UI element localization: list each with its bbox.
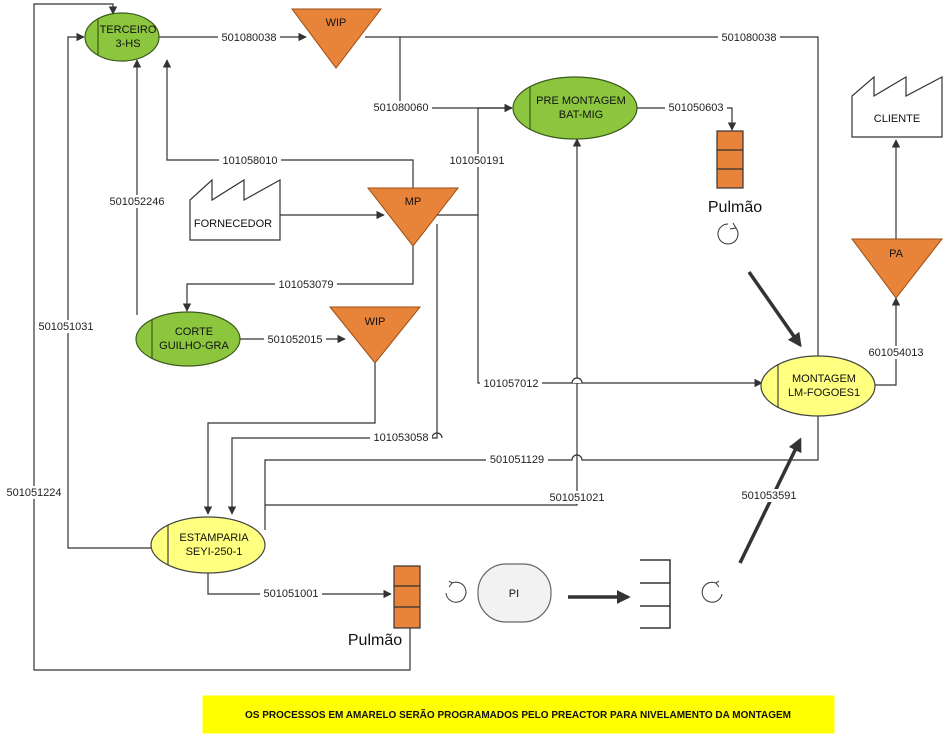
montagem-sublabel: LM-FOGOES1 <box>788 387 860 399</box>
wip-top-triangle-icon <box>291 8 383 69</box>
label-501051224: 501051224 <box>6 487 61 499</box>
supermarket-icon <box>640 559 671 629</box>
label-101053058: 101053058 <box>373 432 428 444</box>
process-terceiro[interactable]: TERCEIRO 3-HS <box>84 12 160 62</box>
wip-mid-label: WIP <box>365 316 386 328</box>
factory-cliente[interactable]: CLIENTE <box>851 75 943 138</box>
inventory-wip-mid[interactable]: WIP <box>328 306 422 364</box>
label-501080038-a: 501080038 <box>221 32 276 44</box>
label-501050603: 501050603 <box>668 102 723 114</box>
label-501051001: 501051001 <box>263 588 318 600</box>
pre-montagem-sublabel: BAT-MIG <box>559 109 603 121</box>
pa-label: PA <box>889 248 904 260</box>
pa-triangle-icon <box>851 238 944 299</box>
push-arrow-pulmao-montagem <box>747 270 802 348</box>
mp-triangle-icon <box>366 187 460 247</box>
label-501080038-b: 501080038 <box>721 32 776 44</box>
wip-top-label: WIP <box>326 17 347 29</box>
hop-2 <box>431 432 443 439</box>
factory-fornecedor[interactable]: FORNECEDOR <box>189 178 281 241</box>
inventory-mp[interactable]: MP <box>366 187 460 247</box>
label-501051129: 501051129 <box>490 454 544 466</box>
label-601054013: 601054013 <box>868 347 923 359</box>
connector-estamparia-pulmao <box>207 568 392 599</box>
edge-labels: 501080038 501080038 501080060 501050603 … <box>3 31 927 600</box>
buffer-pulmao-top[interactable]: Pulmão <box>708 130 762 216</box>
process-corte[interactable]: CORTE GUILHO-GRA <box>135 311 241 367</box>
note-banner: OS PROCESSOS EM AMARELO SERÃO PROGRAMADO… <box>202 695 835 734</box>
connector-wip-montagem <box>365 36 823 373</box>
estamparia-sublabel: SEYI-250-1 <box>186 546 243 558</box>
estamparia-label: ESTAMPARIA <box>179 532 249 544</box>
connector-mp-terceiro <box>162 59 414 192</box>
mp-label: MP <box>405 196 422 208</box>
cycle-icon-1 <box>717 222 739 245</box>
label-101053079: 101053079 <box>278 279 333 291</box>
pulmao-bottom-label: Pulmão <box>348 632 402 649</box>
label-101057012: 101057012 <box>483 378 538 390</box>
cycle-icon-2 <box>445 580 467 603</box>
connector-estamparia-terceiro <box>67 32 152 549</box>
process-montagem[interactable]: MONTAGEM LM-FOGOES1 <box>760 355 876 417</box>
connector-mp-montagem <box>477 215 763 388</box>
process-estamparia[interactable]: ESTAMPARIA SEYI-250-1 <box>150 516 266 574</box>
connector-mp-estamparia <box>227 224 438 515</box>
label-501052246: 501052246 <box>109 196 164 208</box>
wip-mid-triangle-icon <box>328 306 422 364</box>
terceiro-sublabel: 3-HS <box>115 38 140 50</box>
connector-montagem-pa <box>875 297 901 386</box>
label-501051031: 501051031 <box>38 321 93 333</box>
pi-label: PI <box>509 588 519 600</box>
inventory-pa[interactable]: PA <box>851 238 944 299</box>
label-101058010: 101058010 <box>222 155 277 167</box>
fornecedor-factory-icon <box>189 178 281 241</box>
label-501051021: 501051021 <box>549 492 604 504</box>
cycle-icon-3 <box>701 580 723 603</box>
connector-estamparia-premontagem <box>265 138 582 506</box>
corte-label: CORTE <box>175 326 213 338</box>
connector-wip-estamparia <box>203 362 376 515</box>
corte-sublabel: GUILHO-GRA <box>159 340 229 352</box>
process-pre-montagem[interactable]: PRE MONTAGEM BAT-MIG <box>512 76 638 140</box>
hop-1 <box>571 377 583 384</box>
note-text: OS PROCESSOS EM AMARELO SERÃO PROGRAMADO… <box>245 708 791 721</box>
montagem-label: MONTAGEM <box>792 373 856 385</box>
cliente-factory-icon <box>851 75 943 138</box>
connector-estamparia-montagem <box>264 406 823 530</box>
process-pi[interactable]: PI <box>477 563 552 623</box>
label-101050191: 101050191 <box>449 155 504 167</box>
terceiro-label: TERCEIRO <box>100 24 157 36</box>
inventory-wip-top[interactable]: WIP <box>291 8 383 69</box>
connector-pulmao-terceiro <box>33 3 411 671</box>
connector-wip-premontagem <box>399 37 513 113</box>
label-501053591: 501053591 <box>741 490 796 502</box>
buffer-pulmao-bottom[interactable]: Pulmão <box>348 565 421 649</box>
pre-montagem-label: PRE MONTAGEM <box>536 95 626 107</box>
label-501080060: 501080060 <box>373 102 428 114</box>
cliente-label: CLIENTE <box>874 113 920 125</box>
fornecedor-label: FORNECEDOR <box>194 218 272 230</box>
label-501052015: 501052015 <box>267 334 322 346</box>
pulmao-top-label: Pulmão <box>708 199 762 216</box>
